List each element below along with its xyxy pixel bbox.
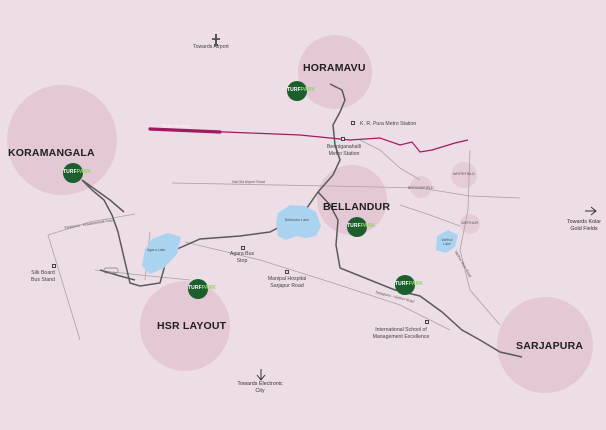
label-manipal-hospital: Manipal Hospital Sarjapur Road <box>267 276 307 289</box>
marker-silk-board <box>52 264 56 268</box>
area-label-sarjapura: SARJAPURA <box>516 340 584 352</box>
area-label-horamavu: HORAMAVU <box>303 62 366 74</box>
sarjapura-varthur-road <box>184 241 451 331</box>
brand-pin-koramangala[interactable]: TURFPARK <box>63 163 91 183</box>
label-agara-lake: Agara Lake <box>147 248 166 252</box>
area-label-koramangala: KORAMANGALA <box>8 147 95 159</box>
label-towards-airport: Towards Airport <box>193 44 229 50</box>
brand-pin-varthur-road[interactable]: TURFPARK <box>395 275 423 295</box>
arrow-right-icon <box>585 206 597 216</box>
label-towards-electronic-city: Towards Electronic City <box>237 381 283 394</box>
brand-pin-hsr[interactable]: TURFPARK <box>188 279 216 299</box>
label-whitefield: WHITEFIELD <box>453 172 475 176</box>
outer-ring-link <box>359 139 421 181</box>
brand-pin-bellandur[interactable]: TURFPARK <box>347 217 375 237</box>
label-brookefield: BROOKEFIELD <box>408 186 434 190</box>
label-bellandur-lake: Bellandur Lake <box>285 218 309 222</box>
agara-road <box>94 269 191 281</box>
area-halo-varthur <box>460 214 480 234</box>
marker-agara <box>241 246 245 250</box>
label-towards-kolar: Towards Kolar Gold Fields <box>566 219 602 232</box>
marker-kr-puram <box>351 121 355 125</box>
hosur-road-west <box>47 213 136 236</box>
area-label-hsr: HSR LAYOUT <box>157 320 227 332</box>
label-varthur-lake: Varthur Lake <box>441 238 453 246</box>
brand-pin-horamavu[interactable]: TURFPARK <box>287 81 315 101</box>
hosur-road <box>81 179 125 213</box>
main-route-east <box>317 191 523 358</box>
area-label-bellandur: BELLANDUR <box>323 201 391 213</box>
area-halo-horamavu <box>298 35 372 109</box>
label-benniganahalli-metro: Benniganahalli Metro Station <box>326 144 362 157</box>
metro-line <box>149 128 469 153</box>
old-airport-road <box>171 182 521 199</box>
marker-benniganahalli <box>341 137 345 141</box>
area-halo-sarjapura <box>497 297 593 393</box>
arrow-down-icon <box>256 369 266 381</box>
main-route <box>81 83 346 287</box>
agara-lake-shape <box>142 233 181 274</box>
silk-board-connector <box>99 269 136 281</box>
brand-pin-label: TURFPARK <box>347 223 375 229</box>
bellandur-lake-shape <box>276 205 321 240</box>
metro-highlight <box>148 127 222 134</box>
area-halo-hsr <box>140 281 230 371</box>
area-halo-koramangala <box>7 85 117 195</box>
brand-pin-label: TURFPARK <box>395 281 423 287</box>
area-halo-whitefield <box>451 162 477 188</box>
label-silk-board: Silk Board Bus Stand <box>31 270 55 283</box>
label-varthur: VARTHUR <box>461 221 479 225</box>
airport-icon <box>212 34 220 46</box>
label-international-school: International School of Management Excel… <box>372 327 430 340</box>
brookefield-road <box>399 204 461 227</box>
label-kr-puram-metro: K. R. Pura Metro Station <box>360 121 417 127</box>
flyover <box>103 267 119 274</box>
brand-pin-label: TURFPARK <box>188 285 216 291</box>
label-agara-bus-stop: Agara Bus Stop <box>229 251 255 264</box>
marker-manipal <box>285 270 289 274</box>
brand-pin-label: TURFPARK <box>63 169 91 175</box>
brand-pin-label: TURFPARK <box>287 87 315 93</box>
varthur-lake-shape <box>436 230 458 253</box>
varthur-main-road <box>459 149 501 326</box>
area-halo-bellandur <box>317 165 387 235</box>
label-old-airport-road: Hal Old Airport Road <box>232 180 265 184</box>
silk-board-road <box>47 234 81 341</box>
area-halo-brookefield <box>410 176 432 198</box>
marker-international-school <box>425 320 429 324</box>
